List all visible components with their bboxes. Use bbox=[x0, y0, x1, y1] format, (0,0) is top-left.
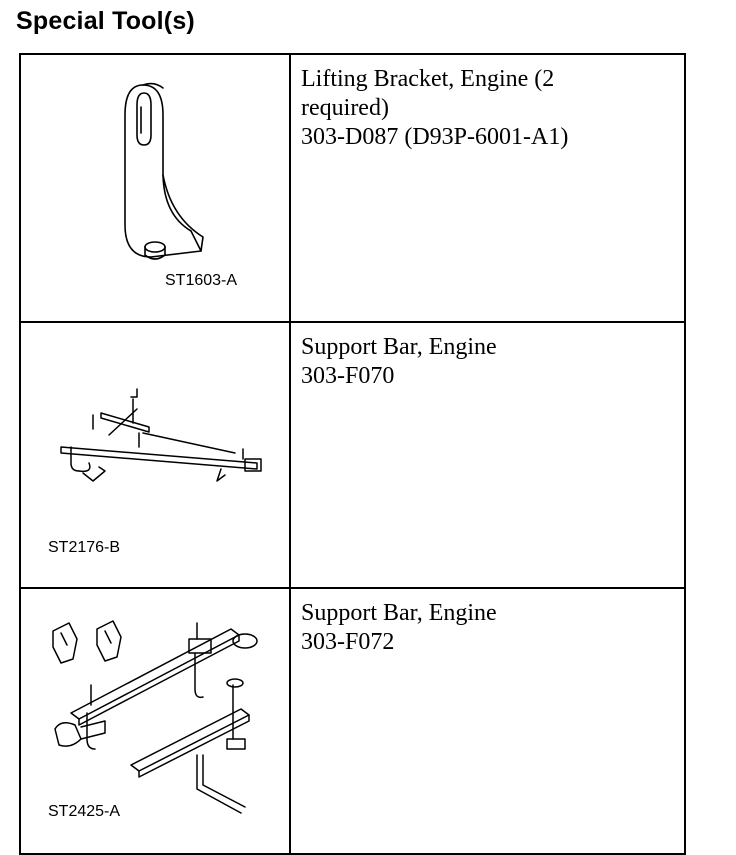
tool-description-cell: Support Bar, Engine 303-F070 bbox=[289, 321, 686, 589]
tool-part-number: 303-F072 bbox=[301, 629, 395, 655]
support-bar-kit-illustration bbox=[52, 620, 258, 814]
tool-illustration-code: ST2176-B bbox=[48, 539, 121, 556]
tool-name: Support Bar, Engine bbox=[301, 334, 497, 360]
tool-part-number: 303-F070 bbox=[301, 363, 395, 389]
tool-illustration-code: ST2425-A bbox=[48, 803, 121, 820]
tool-description-cell: Support Bar, Engine 303-F072 bbox=[289, 587, 686, 855]
tool-name-continued: required) bbox=[301, 95, 389, 121]
tool-illustration-cell: ST2176-B bbox=[19, 321, 291, 589]
table-row: ST2176-B Support Bar, Engine 303-F070 bbox=[19, 321, 686, 589]
tool-illustration-cell: ST1603-A bbox=[19, 53, 291, 323]
support-bar-illustration bbox=[60, 388, 262, 482]
special-tools-table: ST1603-A Lifting Bracket, Engine (2 requ… bbox=[19, 53, 686, 855]
tool-name: Support Bar, Engine bbox=[301, 600, 497, 626]
lifting-bracket-illustration bbox=[124, 82, 204, 260]
tool-name: Lifting Bracket, Engine (2 bbox=[301, 66, 555, 92]
table-row: ST1603-A Lifting Bracket, Engine (2 requ… bbox=[19, 53, 686, 323]
tool-illustration-cell: ST2425-A bbox=[19, 587, 291, 855]
page-title: Special Tool(s) bbox=[16, 7, 195, 35]
table-row: ST2425-A Support Bar, Engine 303-F072 bbox=[19, 587, 686, 855]
tool-part-number: 303-D087 (D93P-6001-A1) bbox=[301, 124, 569, 150]
tool-illustration-code: ST1603-A bbox=[165, 272, 238, 289]
tool-description-cell: Lifting Bracket, Engine (2 required) 303… bbox=[289, 53, 686, 323]
